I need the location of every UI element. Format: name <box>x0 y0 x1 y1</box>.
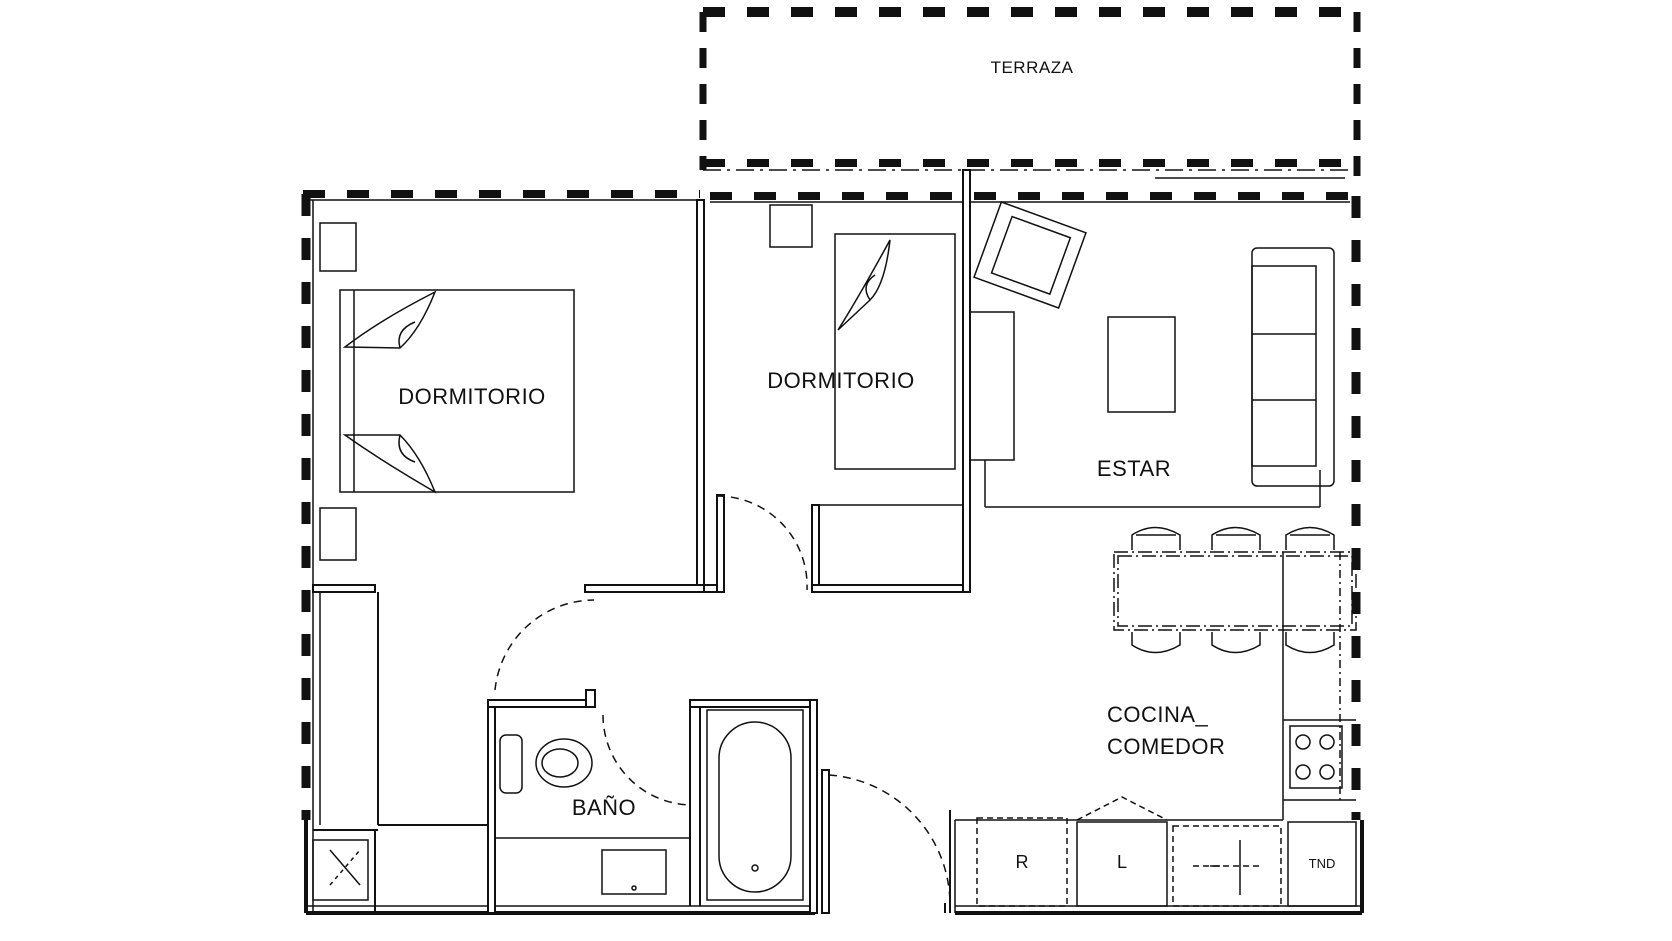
label-bano: BAÑO <box>572 795 636 820</box>
label-water-heater: TND <box>1309 856 1336 871</box>
label-dormitorio-2: DORMITORIO <box>767 368 915 393</box>
label-estar: ESTAR <box>1097 456 1171 481</box>
armchair <box>973 201 1087 309</box>
doors <box>494 495 951 913</box>
label-dormitorio-1: DORMITORIO <box>398 384 546 409</box>
single-bed <box>834 233 956 470</box>
fridge <box>976 817 1068 907</box>
label-cocina: COCINA_ <box>1107 702 1209 727</box>
label-refrigerator: R <box>1016 852 1029 872</box>
bedroom-2-furniture <box>769 204 964 586</box>
nightstand-3 <box>769 204 813 248</box>
double-bed <box>339 289 575 493</box>
living-furniture <box>969 201 1335 508</box>
bathroom-fixtures <box>495 709 804 901</box>
water-heater <box>1287 821 1357 907</box>
cooktop <box>1289 725 1343 789</box>
wardrobe <box>818 504 964 586</box>
nightstand-1 <box>319 222 357 272</box>
label-terraza: TERRAZA <box>991 58 1074 77</box>
sink <box>1172 825 1282 907</box>
sofa <box>1251 247 1335 487</box>
utility-shaft <box>312 839 369 901</box>
label-comedor: COMEDOR <box>1107 734 1225 759</box>
tv-console <box>969 311 1015 461</box>
exterior-walls <box>301 190 1364 915</box>
bathtub <box>706 709 804 901</box>
label-washer: L <box>1117 852 1127 872</box>
terrace-area <box>699 7 1362 190</box>
dining-table <box>1113 551 1357 631</box>
washbasin <box>601 849 667 895</box>
coffee-table <box>1107 316 1176 413</box>
interior-walls <box>312 169 971 914</box>
bedroom-1-furniture <box>319 222 575 825</box>
nightstand-2 <box>319 507 357 561</box>
washer <box>1076 821 1168 907</box>
kitchen <box>954 552 1357 913</box>
toilet <box>499 734 593 794</box>
dining-set <box>1113 526 1357 654</box>
